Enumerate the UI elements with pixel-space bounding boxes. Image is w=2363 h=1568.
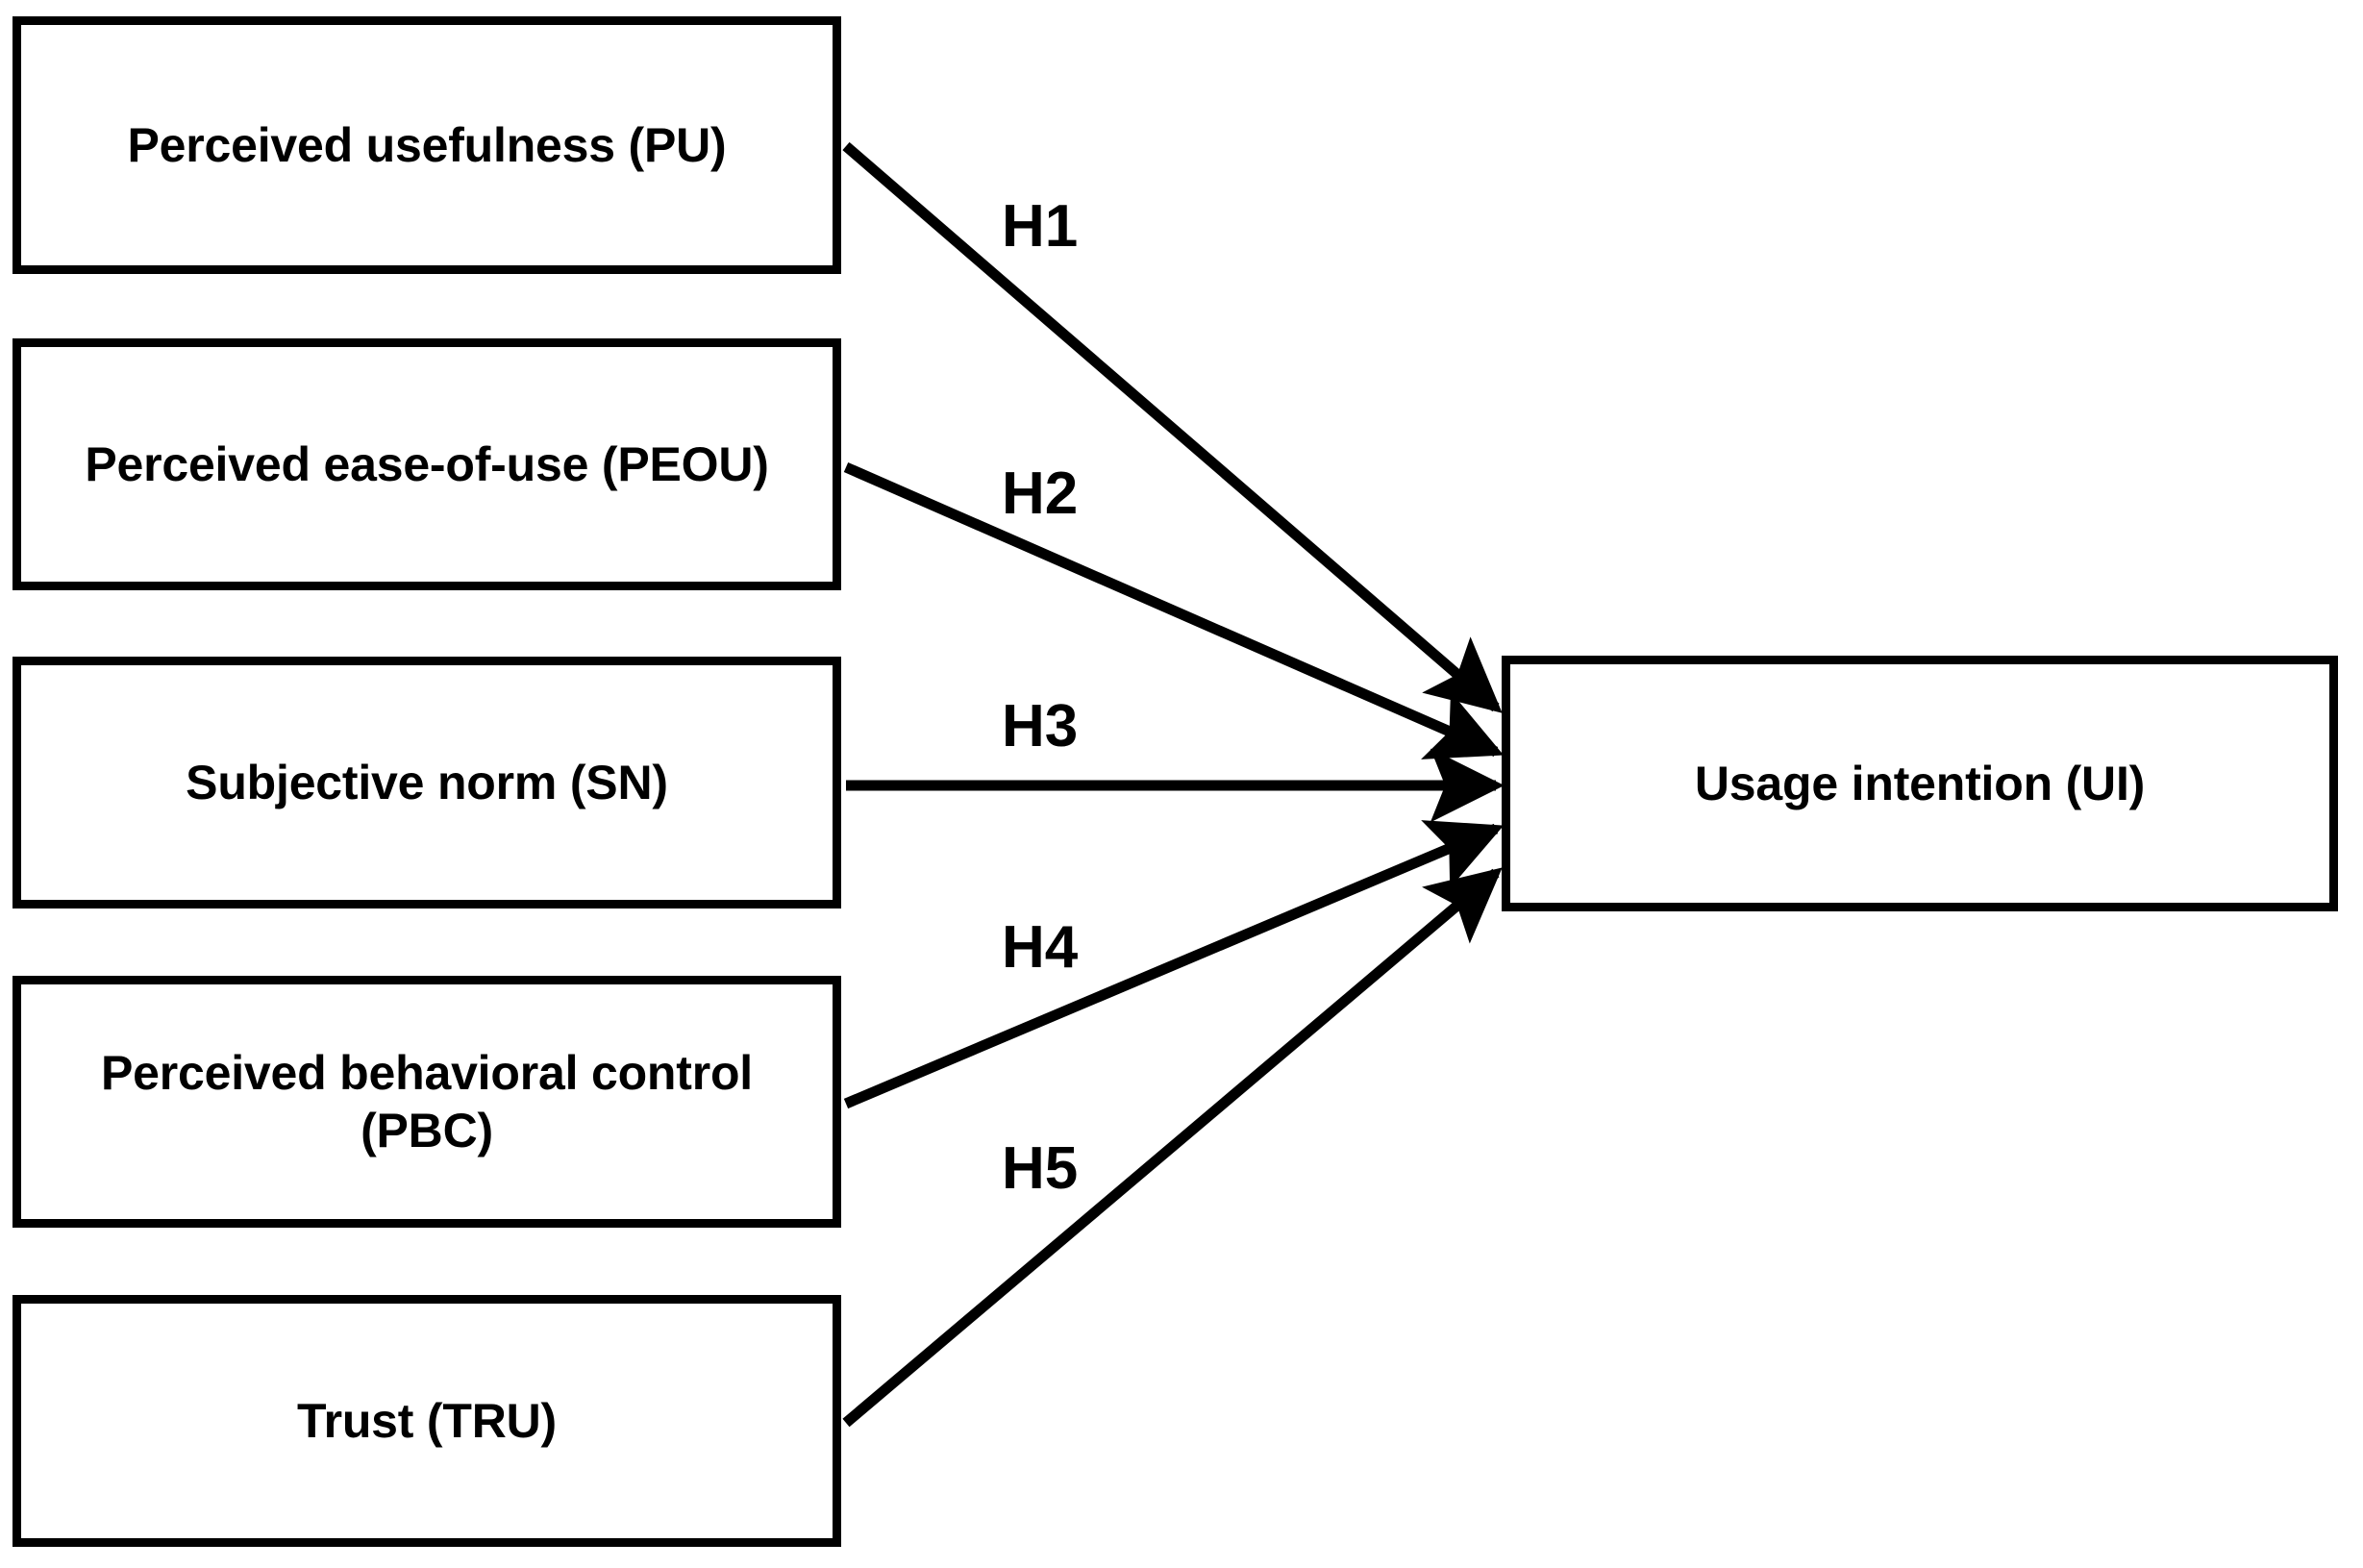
node-label-pu: Perceived usefulness (PU): [127, 118, 727, 172]
node-box-perceived-ease-of-use[interactable]: Perceived ease-of-use (PEOU): [12, 338, 841, 590]
edge-line-h5: [842, 867, 1503, 1428]
edge-label-h2: H2: [1002, 460, 1079, 527]
edge-label-h1: H1: [1002, 193, 1079, 260]
edge-label-h3: H3: [1002, 693, 1079, 759]
node-label-pbc: Perceived behavioral control (PBC): [101, 1046, 753, 1157]
node-label-peou: Perceived ease-of-use (PEOU): [85, 437, 769, 491]
node-box-perceived-behavioral-control[interactable]: Perceived behavioral control (PBC): [12, 976, 841, 1228]
edge-line-h4: [843, 820, 1505, 1109]
edge-line-h2: [843, 461, 1505, 759]
node-box-trust[interactable]: Trust (TRU): [12, 1295, 841, 1547]
node-box-subjective-norm[interactable]: Subjective norm (SN): [12, 657, 841, 908]
node-box-perceived-usefulness[interactable]: Perceived usefulness (PU): [12, 16, 841, 274]
node-box-usage-intention[interactable]: Usage intention (UI): [1502, 656, 2338, 911]
edge-label-h4: H4: [1002, 914, 1079, 981]
node-label-ui: Usage intention (UI): [1694, 757, 2146, 810]
edge-line-h1: [842, 141, 1503, 713]
node-label-tru: Trust (TRU): [297, 1394, 557, 1448]
node-label-sn: Subjective norm (SN): [186, 756, 668, 809]
edge-label-h5: H5: [1002, 1135, 1079, 1202]
